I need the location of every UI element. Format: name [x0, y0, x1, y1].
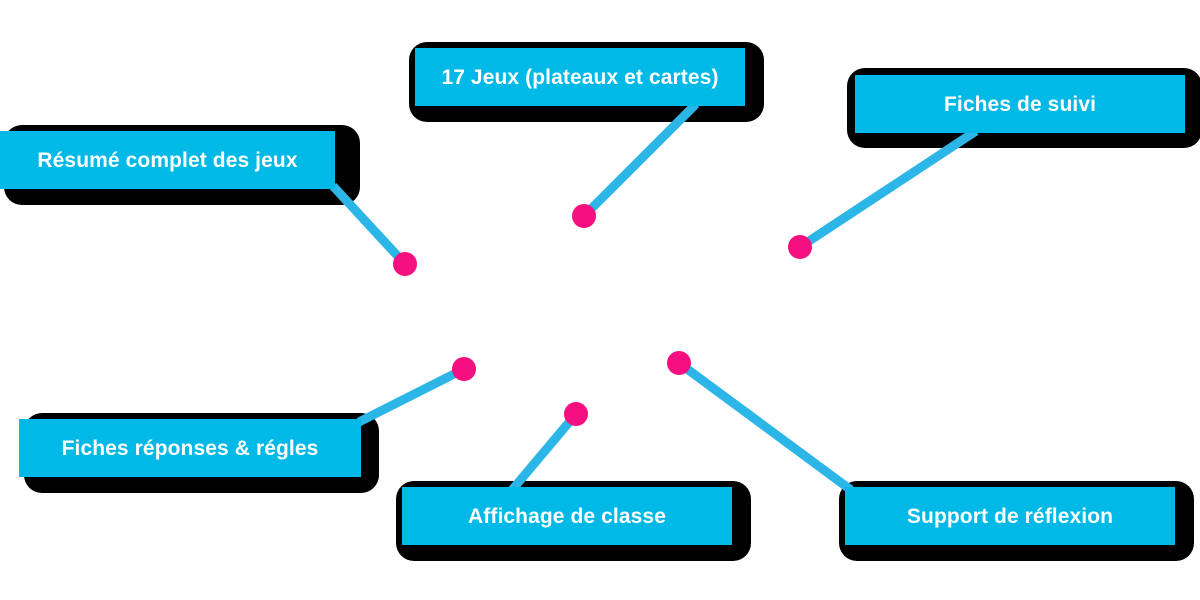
label-chip[interactable]: Résumé complet des jeux [0, 131, 335, 189]
endpoint-dot-affichage-de-classe[interactable] [564, 402, 588, 426]
label-text: Support de réflexion [906, 504, 1114, 528]
endpoint-dot-support-de-reflexion[interactable] [667, 351, 691, 375]
label-chip[interactable]: Fiches réponses & régles [19, 419, 361, 477]
label-text: Affichage de classe [468, 504, 666, 528]
connector-line-fiches-reponses-et-regles [356, 364, 467, 427]
connector-line-support-de-reflexion [676, 359, 854, 494]
label-text: Fiches réponses & régles [61, 436, 319, 460]
label-text: Résumé complet des jeux [37, 148, 298, 172]
label-text: 17 Jeux (plateaux et cartes) [441, 65, 719, 89]
endpoint-dot-fiches-reponses-et-regles[interactable] [452, 357, 476, 381]
endpoint-dot-17-jeux-plateaux-et-cartes[interactable] [572, 204, 596, 228]
label-chip[interactable]: 17 Jeux (plateaux et cartes) [415, 48, 745, 106]
label-text: Fiches de suivi [943, 92, 1097, 116]
endpoint-dot-resume-complet-des-jeux[interactable] [393, 252, 417, 276]
connector-line-affichage-de-classe [508, 411, 580, 493]
label-chip[interactable]: Fiches de suivi [855, 75, 1185, 133]
label-chip[interactable]: Support de réflexion [845, 487, 1175, 545]
label-chip[interactable]: Affichage de classe [402, 487, 732, 545]
endpoint-dot-fiches-de-suivi[interactable] [788, 235, 812, 259]
connector-line-fiches-de-suivi [797, 127, 979, 251]
